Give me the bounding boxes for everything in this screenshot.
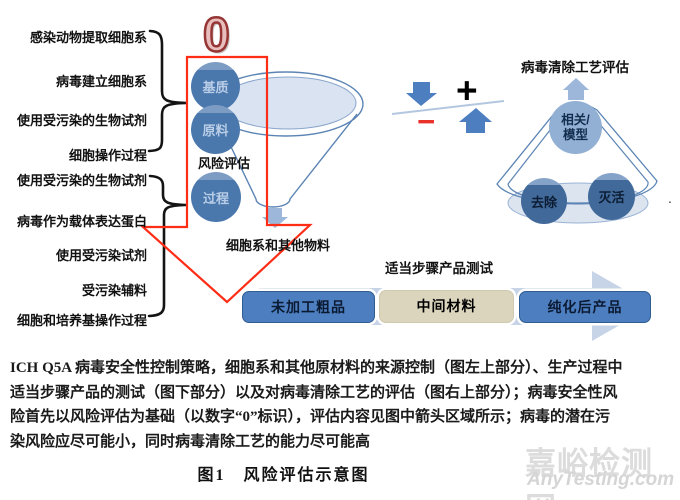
evaluation-up-arrow-icon (563, 78, 589, 100)
circle-relevant-line2: 模型 (562, 127, 588, 142)
description-line-4: 染风险应尽可能小，同时病毒清除工艺的能力尽可能高 (10, 433, 371, 450)
figure-caption: 图1 风险评估示意图 (197, 467, 370, 484)
risk-down-arrow-icon (406, 82, 437, 106)
circle-relevant-line1: 相关/ (561, 113, 590, 128)
figure-description: ICH Q5A 病毒安全性控制策略，细胞系和其他原材料的来源控制（图左上部分）、… (10, 356, 673, 454)
source-label-7: 使用受污染试剂 (55, 248, 147, 263)
circle-removal: 去除 (521, 178, 567, 224)
watermark-english: AnyTesting.com (527, 469, 675, 490)
circle-process: 过程 (191, 172, 241, 222)
risk-assessment-label: 风险评估 (198, 156, 251, 171)
plus-sign: + (456, 70, 478, 111)
source-label-3: 使用受污染的生物试剂 (16, 113, 147, 128)
funnel-output-label: 细胞系和其他物料 (226, 238, 331, 253)
stray-dot: . (668, 190, 672, 206)
source-label-6: 病毒作为载体表达蛋白 (16, 214, 147, 229)
stage-box-crude: 未加工粗品 (242, 291, 375, 323)
clearance-up-arrow-icon (459, 108, 492, 133)
circle-matrix-label: 基质 (202, 80, 229, 95)
source-label-4: 细胞操作过程 (68, 148, 147, 163)
circle-inactivation-label: 灭活 (598, 190, 625, 205)
circle-matrix: 基质 (191, 62, 240, 111)
description-line-3: 险首先以风险评估为基础（以数字“0”标识），评估内容见图中箭头区域所示；病毒的潜… (10, 409, 611, 425)
product-testing-title: 适当步骤产品测试 (385, 261, 493, 276)
circle-raw-label: 原料 (202, 123, 229, 138)
source-label-1: 感染动物提取细胞系 (29, 30, 147, 45)
stage-box-purified: 纯化后产品 (519, 291, 651, 323)
funnel-output-arrow-icon (262, 208, 288, 228)
virus-clearance-title: 病毒清除工艺评估 (521, 60, 629, 75)
watermark-chinese: 嘉峪检测网 (525, 446, 653, 500)
stage-box-intermediate: 中间材料 (379, 290, 514, 323)
circle-removal-label: 去除 (530, 194, 557, 210)
circle-raw-material: 原料 (191, 105, 240, 154)
description-line-2: 适当步骤产品的测试（图下部分）以及对病毒清除工艺的评估（图右上部分）；病毒安全性… (10, 384, 618, 401)
circle-process-label: 过程 (202, 190, 229, 206)
risk-zero-marker: 0 (202, 8, 231, 64)
minus-sign: − (417, 104, 436, 139)
circle-relevant-model: 相关/ 模型 (549, 101, 602, 154)
description-line-1: ICH Q5A 病毒安全性控制策略，细胞系和其他原材料的来源控制（图左上部分）、… (10, 360, 623, 376)
balance-line (391, 100, 505, 115)
circle-inactivation: 灭活 (588, 173, 635, 220)
source-label-8: 受污染辅料 (81, 283, 147, 298)
risk-assessment-red-arrow (140, 55, 313, 304)
source-label-5: 使用受污染的生物试剂 (16, 173, 147, 188)
source-label-2: 病毒建立细胞系 (55, 74, 147, 89)
left-funnel-cone-outline (221, 113, 358, 208)
source-label-9: 细胞和培养基操作过程 (16, 313, 147, 328)
